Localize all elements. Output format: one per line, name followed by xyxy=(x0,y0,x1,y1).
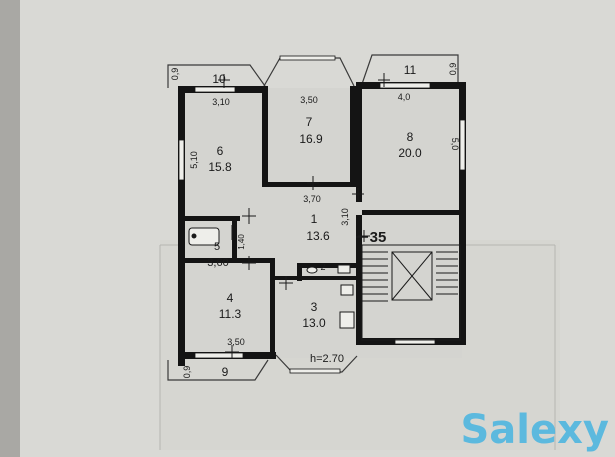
room-8-area: 20.0 xyxy=(398,146,422,160)
floor-area xyxy=(180,88,462,358)
dim-room6-width: 3,10 xyxy=(212,97,230,107)
door-marks xyxy=(218,73,390,359)
dim-hall-width: 3,70 xyxy=(303,194,321,204)
balcony-10-number: 10 xyxy=(212,72,226,86)
room-1-number: 1 xyxy=(311,212,318,226)
room-6-number: 6 xyxy=(217,144,224,158)
room-5-area: 3,60 xyxy=(207,257,228,269)
dim-balcony-left-top: 0,9 xyxy=(170,68,180,81)
stove-icon xyxy=(339,311,355,329)
balcony-11-number: 11 xyxy=(404,63,417,77)
room-6-area: 15.8 xyxy=(208,160,232,174)
bathtub-icon xyxy=(188,227,220,246)
room-7-number: 7 xyxy=(306,115,313,129)
dim-room6-depth: 5,10 xyxy=(189,151,199,169)
sink-icon xyxy=(337,264,351,274)
balcony-9-number: 9 xyxy=(222,365,229,379)
room-5-number: 5 xyxy=(214,241,220,253)
room-2-number: 2 xyxy=(320,262,325,272)
room-7-area: 16.9 xyxy=(299,132,323,146)
dim-balcony-right-top: 0,9 xyxy=(448,63,458,76)
room-4-area: 11.3 xyxy=(219,307,242,321)
room-3-area: 13.0 xyxy=(302,316,326,330)
dim-bath-width: 1,40 xyxy=(237,234,246,250)
dim-room4-width: 3,50 xyxy=(227,337,245,347)
room-3-number: 3 xyxy=(311,300,318,314)
kitchen-sink-icon xyxy=(340,284,354,296)
windows xyxy=(178,55,466,374)
toilet-icon xyxy=(306,266,318,274)
room-4-number: 4 xyxy=(227,291,234,305)
dim-room8-depth: 5,0 xyxy=(450,138,460,151)
paper-edge xyxy=(0,0,20,457)
apartment-number: 35 xyxy=(370,229,387,246)
dim-balcony-left-bottom: 0,9 xyxy=(182,366,192,379)
fixtures xyxy=(188,227,355,329)
ceiling-height: h=2.70 xyxy=(310,353,344,365)
dim-hall-depth: 3,10 xyxy=(340,208,350,226)
dim-room7-width: 3,50 xyxy=(300,95,318,105)
room-1-area: 13.6 xyxy=(306,229,330,243)
room-8-number: 8 xyxy=(407,130,414,144)
dim-room8-width: 4,0 xyxy=(398,92,411,102)
staircase xyxy=(361,244,461,341)
salexy-watermark: Salexy xyxy=(460,407,609,453)
